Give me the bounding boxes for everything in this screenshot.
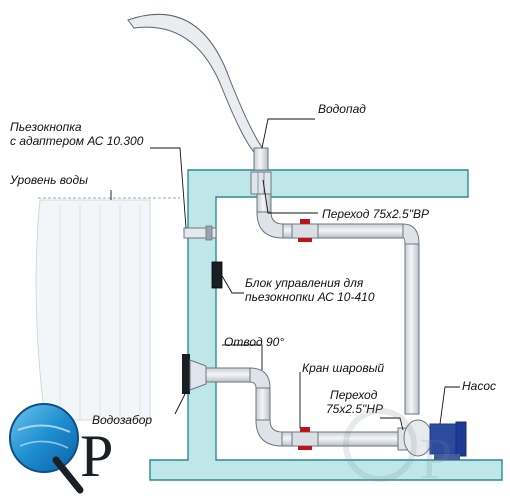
leader-lines [110, 118, 460, 431]
pool-wall [149, 169, 503, 481]
label-piezo-line1: Пьезокнопка [10, 120, 82, 134]
label-water-level: Уровень воды [9, 173, 88, 187]
label-waterfall: Водопад [318, 102, 366, 116]
label-piezo-line2: с адаптером АС 10.300 [10, 134, 144, 148]
svg-text:P: P [420, 426, 452, 491]
pump [403, 419, 467, 460]
label-control-line1: Блок управления для [245, 276, 364, 290]
ball-valve-lower [291, 427, 319, 450]
pool-water [35, 197, 180, 421]
qp-logo: P [9, 403, 113, 494]
waterfall-spout [127, 13, 269, 171]
labels: Водопад Пьезокнопка с адаптером АС 10.30… [9, 102, 496, 427]
ball-valve-upper [291, 219, 319, 242]
control-unit [211, 261, 223, 289]
wall-fitting-top [250, 171, 272, 195]
label-transition-top: Переход 75x2.5"ВР [322, 207, 429, 221]
watermark-logo: P [343, 408, 452, 491]
label-intake: Водозабор [92, 413, 152, 427]
label-transition-bottom-line2: 75x2.5"НР [326, 402, 383, 416]
label-ball-valve: Кран шаровый [302, 361, 384, 375]
logo-letter-p: P [80, 423, 113, 489]
label-transition-bottom-line1: Переход [330, 388, 378, 402]
label-control-line2: пьезокнопки АС 10-410 [245, 290, 375, 304]
label-pump: Насос [462, 379, 496, 393]
piezo-button [183, 225, 217, 241]
label-elbow: Отвод 90° [224, 335, 284, 349]
water-intake [182, 354, 207, 394]
